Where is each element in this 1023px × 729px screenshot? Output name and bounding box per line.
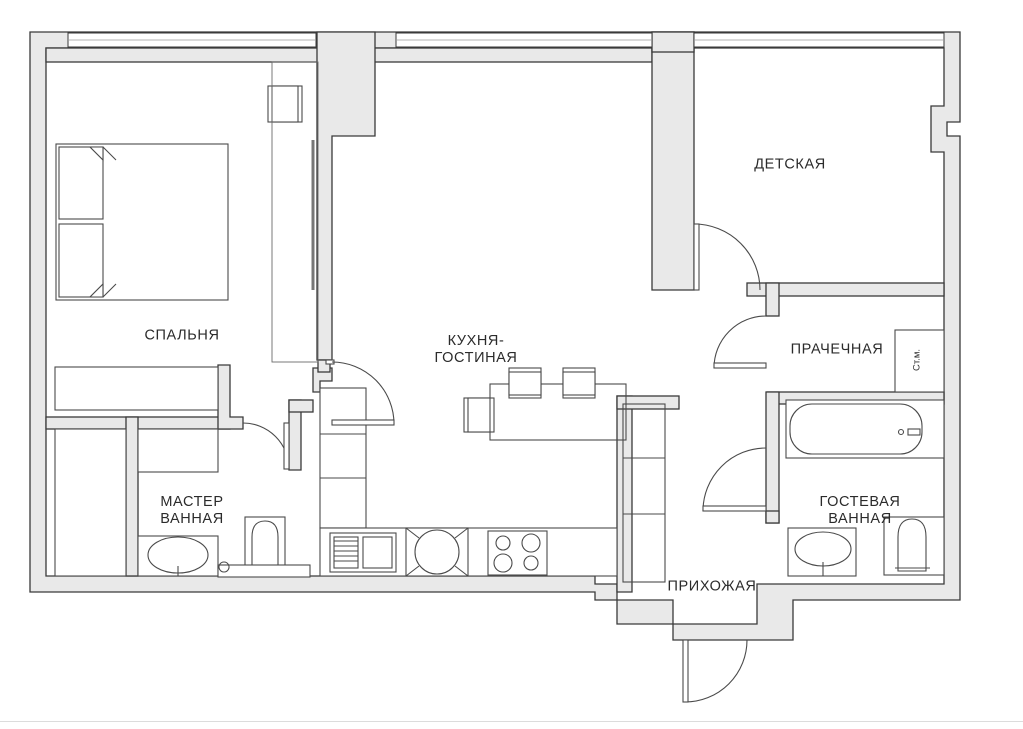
wall-laundry-entry-jamb xyxy=(765,282,780,317)
nursery-door xyxy=(693,223,761,291)
burner-4 xyxy=(523,555,539,571)
blanket-fold-bottom xyxy=(88,282,104,298)
wall-hallway-right xyxy=(765,391,780,524)
nursery-door-leaf xyxy=(693,223,700,291)
laundry-door-arc xyxy=(713,315,767,369)
burner-2 xyxy=(521,533,541,553)
doors-group xyxy=(242,223,767,703)
kitchen-sink-bowl xyxy=(414,529,460,575)
hallway-wardrobe xyxy=(622,403,666,583)
laundry-door xyxy=(713,315,767,369)
entrance-door-leaf xyxy=(682,639,689,703)
master-bath-door-arc xyxy=(242,422,290,470)
hallway-wardrobe-body xyxy=(622,403,666,583)
kitchen-oven-panel xyxy=(333,536,359,569)
wall-nursery-laundry xyxy=(746,282,945,297)
dining-chair-top-1-inner xyxy=(508,371,542,396)
blanket-fold-top xyxy=(88,146,104,162)
wall-kitchen-hallway xyxy=(616,395,633,593)
inner-wall-top-bedroom xyxy=(45,47,333,63)
pillow-lower xyxy=(58,223,104,298)
bedroom-door-arc xyxy=(331,361,395,425)
master-bath-door-leaf xyxy=(283,422,290,470)
entrance-door-arc xyxy=(684,639,748,703)
bathtub-tub xyxy=(789,403,923,455)
master-shower-tray xyxy=(217,564,311,578)
pillow-upper xyxy=(58,146,104,220)
master-bath-door xyxy=(242,422,290,470)
guest-sink-counter xyxy=(787,527,857,577)
guest-bath-door-arc xyxy=(702,447,767,512)
wall-kitchen-nursery xyxy=(651,31,695,291)
bedroom-closet-tall xyxy=(271,61,319,363)
guest-bath-door xyxy=(702,447,767,512)
wall-guestbath-door-jamb xyxy=(765,510,780,524)
wardrobe-masterbath-mid xyxy=(137,428,219,473)
entrance-door xyxy=(682,639,748,703)
dining-chair-left-inner xyxy=(467,397,491,433)
kitchen-tall-cabinet xyxy=(319,387,367,529)
inner-wall-top-kitchen xyxy=(331,47,653,63)
master-bath-fixtures xyxy=(137,516,311,578)
windows-group xyxy=(67,32,945,48)
master-shower-head xyxy=(218,561,230,573)
bathtub-surround xyxy=(785,399,945,459)
wall-masterbath-right xyxy=(217,364,244,430)
bedroom-nightstand-inner xyxy=(271,85,299,123)
bedroom-door-leaf xyxy=(331,419,395,426)
wall-masterbath-closet-div xyxy=(125,416,139,577)
double-bed xyxy=(55,143,229,301)
guest-bath-door-leaf xyxy=(702,505,767,512)
wall-kitchen-cabinet-stub xyxy=(312,367,333,393)
bathtub-drain xyxy=(897,428,905,436)
appliance-label-washing-machine: Ст.м. xyxy=(911,349,923,371)
bedroom-door xyxy=(325,359,395,426)
wall-corridor-stub xyxy=(288,399,314,413)
kitchen-living-fixtures xyxy=(319,367,627,577)
laundry-washing-machine xyxy=(894,329,945,393)
wardrobe-masterbath-left xyxy=(54,428,127,577)
wardrobe-bedroom-top xyxy=(54,366,219,411)
kitchen-oven-window xyxy=(362,536,393,569)
laundry-door-leaf xyxy=(713,362,767,369)
wall-kitchen-hallway-top xyxy=(616,395,680,410)
dining-chair-top-2-inner xyxy=(562,371,596,396)
page-bottom-divider xyxy=(0,721,1023,722)
pillar-bedroom-kitchen xyxy=(316,31,376,361)
outer-walls xyxy=(29,31,961,641)
wall-nursery-top-stub xyxy=(651,31,695,53)
burner-3 xyxy=(493,553,513,573)
furniture-group xyxy=(54,61,945,583)
burner-1 xyxy=(495,535,511,551)
bathtub-faucet xyxy=(907,428,921,436)
guest-toilet-bowl xyxy=(897,518,927,572)
nursery-door-arc xyxy=(693,223,761,291)
guest-bath-fixtures xyxy=(785,399,945,577)
master-toilet-bowl xyxy=(251,520,279,575)
